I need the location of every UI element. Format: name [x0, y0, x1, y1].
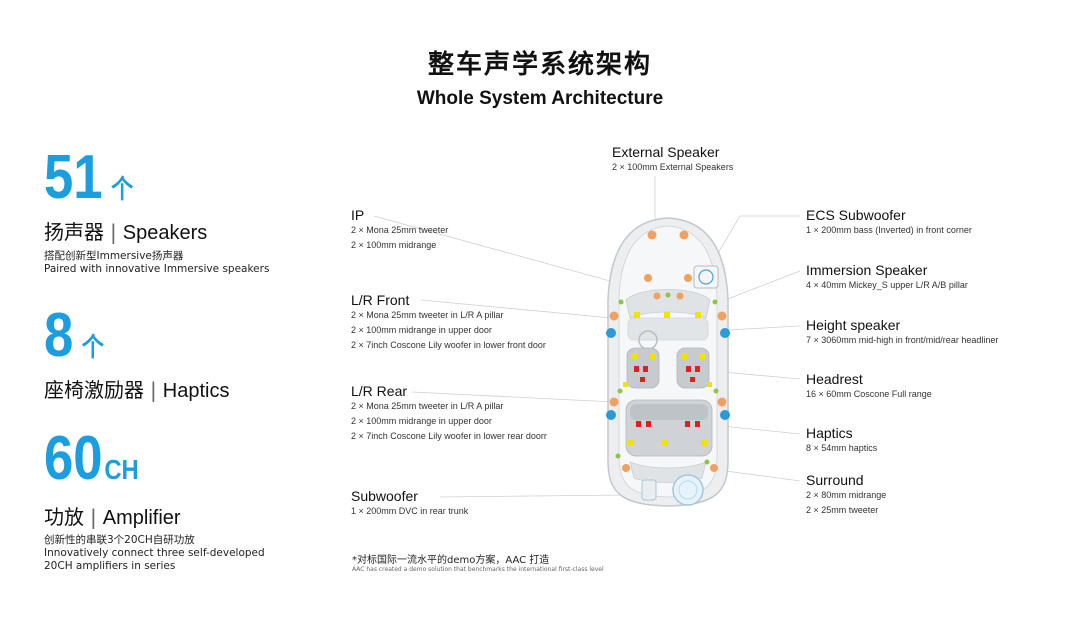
label-immersion-speaker: Immersion Speaker 4 × 40mm Mickey_S uppe…: [806, 262, 968, 293]
page-title-cn: 整车声学系统架构: [427, 50, 652, 80]
stat-haptics-label-cn: 座椅激励器: [44, 378, 144, 402]
label-spec: 1 × 200mm bass (Inverted) in front corne…: [806, 225, 972, 235]
label-spec: 2 × 100mm External Speakers: [612, 162, 734, 172]
label-ip: IP 2 × Mona 25mm tweeter 2 × 100mm midra…: [351, 207, 448, 253]
stat-haptics-value: 8: [44, 301, 74, 370]
footnote-en: AAC has created a demo solution that ben…: [352, 566, 604, 573]
label-spec: 2 × 25mm tweeter: [806, 505, 879, 515]
stat-haptics-unit: 个: [81, 332, 104, 362]
label-spec: 2 × 100mm midrange in upper door: [351, 325, 492, 335]
label-name: Haptics: [806, 425, 853, 441]
label-name: External Speaker: [612, 144, 720, 160]
speaker-markers: [606, 230, 730, 472]
stat-amplifier-desc: 创新性的串联3个20CH自研功放 Innovatively connect th…: [44, 534, 265, 573]
stat-amplifier-desc-line: 20CH amplifiers in series: [44, 560, 176, 572]
stat-speakers-label-en: Speakers: [122, 222, 208, 244]
label-spec: 16 × 60mm Coscone Full range: [806, 389, 932, 399]
label-name: Height speaker: [806, 317, 901, 333]
label-name: Surround: [806, 472, 864, 488]
label-lr-rear: L/R Rear 2 × Mona 25mm tweeter in L/R A …: [351, 383, 547, 444]
stat-speakers-desc-line: 搭配创新型Immersive扬声器: [44, 250, 184, 262]
stat-haptics-title: 座椅激励器|Haptics: [44, 378, 230, 402]
stat-haptics-label-en: Haptics: [162, 380, 230, 402]
label-lr-front: L/R Front 2 × Mona 25mm tweeter in L/R A…: [351, 292, 546, 353]
label-spec: 2 × 7inch Coscone Lily woofer in lower f…: [351, 340, 546, 350]
label-name: Headrest: [806, 371, 863, 387]
label-subwoofer: Subwoofer 1 × 200mm DVC in rear trunk: [351, 488, 468, 519]
stat-amplifier-number: 60CH: [44, 428, 139, 490]
label-height-speaker: Height speaker 7 × 3060mm mid-high in fr…: [806, 317, 998, 348]
stat-amplifier-title: 功放|Amplifier: [44, 505, 181, 529]
stat-speakers-title: 扬声器|Speakers: [44, 220, 208, 244]
stat-amplifier-desc-line: 创新性的串联3个20CH自研功放: [44, 534, 195, 546]
label-name: L/R Front: [351, 292, 410, 308]
label-name: ECS Subwoofer: [806, 207, 906, 223]
stat-speakers-label-cn: 扬声器: [44, 220, 104, 244]
stat-speakers-desc: 搭配创新型Immersive扬声器 Paired with innovative…: [44, 250, 269, 276]
label-spec: 2 × Mona 25mm tweeter in L/R A pillar: [351, 401, 504, 411]
label-name: Immersion Speaker: [806, 262, 928, 278]
label-spec: 7 × 3060mm mid-high in front/mid/rear he…: [806, 335, 999, 345]
label-spec: 1 × 200mm DVC in rear trunk: [351, 506, 469, 516]
label-haptics: Haptics 8 × 54mm haptics: [806, 425, 877, 456]
label-spec: 2 × 100mm midrange in upper door: [351, 416, 492, 426]
label-headrest: Headrest 16 × 60mm Coscone Full range: [806, 371, 932, 402]
stat-amplifier-desc-line: Innovatively connect three self-develope…: [44, 547, 265, 559]
stat-speakers-unit: 个: [111, 174, 134, 204]
label-name: IP: [351, 207, 365, 223]
stat-speakers-value: 51: [44, 143, 103, 212]
stat-amplifier-value: 60: [44, 424, 103, 493]
stat-amplifier-unit: CH: [104, 454, 139, 485]
label-name: L/R Rear: [351, 383, 408, 399]
label-ecs-subwoofer: ECS Subwoofer 1 × 200mm bass (Inverted) …: [806, 207, 972, 238]
label-spec: 2 × 100mm midrange: [351, 240, 437, 250]
label-spec: 2 × Mona 25mm tweeter: [351, 225, 449, 235]
label-spec: 2 × Mona 25mm tweeter in L/R A pillar: [351, 310, 504, 320]
leader-lines: [373, 176, 801, 498]
stat-speakers-desc-line: Paired with innovative Immersive speaker…: [44, 263, 270, 275]
stat-amplifier-label-en: Amplifier: [102, 507, 181, 529]
label-spec: 2 × 7inch Coscone Lily woofer in lower r…: [351, 431, 547, 441]
stat-amplifier-label-cn: 功放: [44, 505, 84, 529]
label-name: Subwoofer: [351, 488, 418, 504]
label-spec: 8 × 54mm haptics: [806, 443, 878, 453]
footnote-cn: *对标国际一流水平的demo方案，AAC 打造: [352, 555, 550, 566]
label-external-speaker: External Speaker 2 × 100mm External Spea…: [612, 144, 733, 175]
label-spec: 4 × 40mm Mickey_S upper L/R A/B pillar: [806, 280, 968, 290]
label-surround: Surround 2 × 80mm midrange 2 × 25mm twee…: [806, 472, 886, 518]
car-body: [607, 217, 729, 507]
label-spec: 2 × 80mm midrange: [806, 490, 887, 500]
page-title-en: Whole System Architecture: [416, 88, 664, 109]
